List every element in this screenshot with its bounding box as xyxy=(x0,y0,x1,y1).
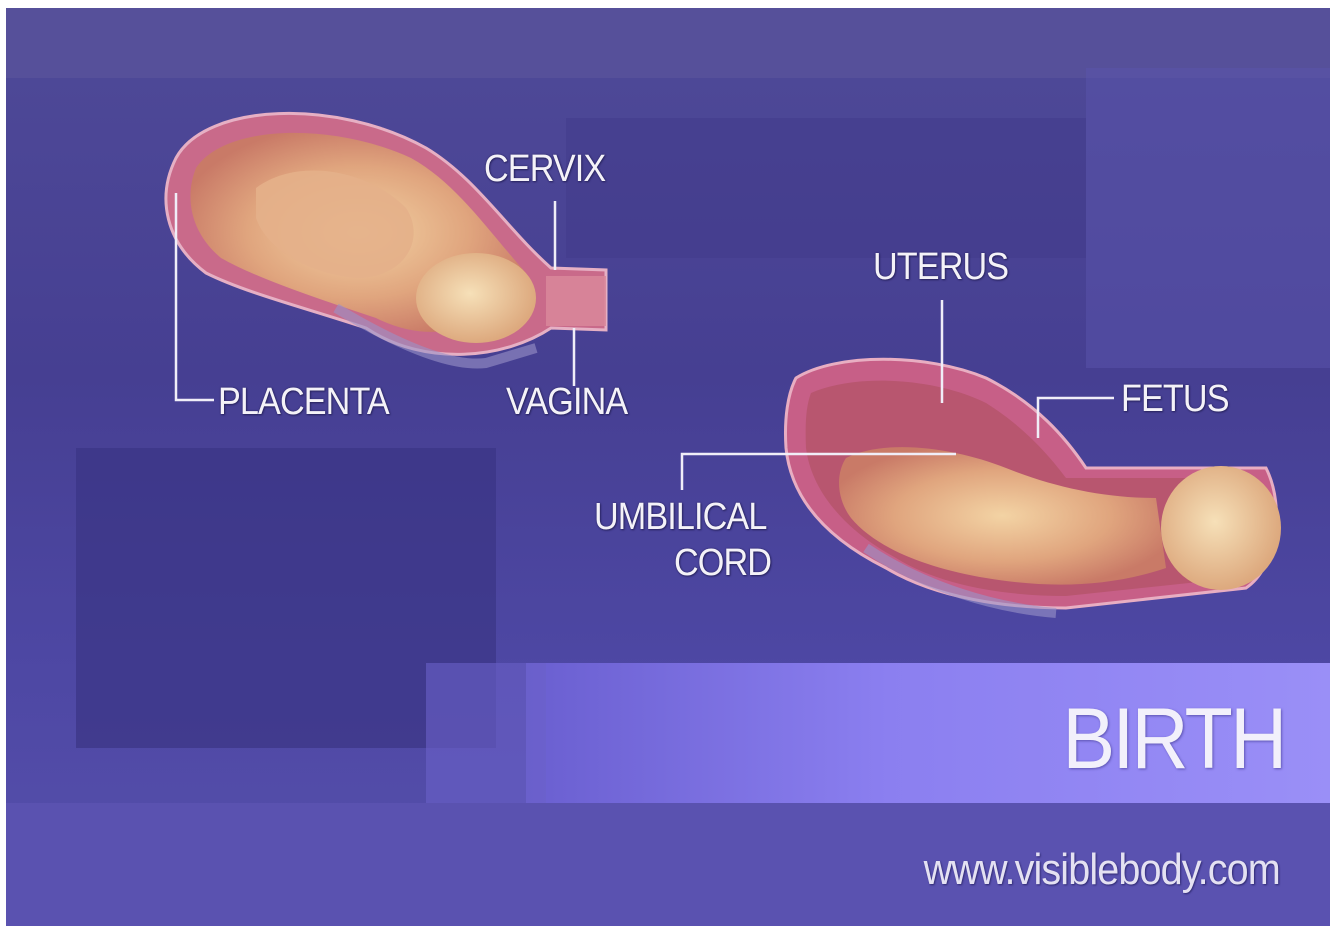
label-cervix: CERVIX xyxy=(484,150,605,188)
bg-block-top xyxy=(6,8,1330,78)
diagram-canvas: CERVIX PLACENTA VAGINA UTERUS FETUS UMBI… xyxy=(6,8,1330,926)
label-uterus: UTERUS xyxy=(873,248,1008,286)
fetus-left-head xyxy=(416,253,536,343)
banner-shadow xyxy=(426,663,546,803)
site-url: www.visiblebody.com xyxy=(924,848,1280,892)
label-vagina: VAGINA xyxy=(506,383,627,421)
bg-block-mid xyxy=(566,118,1086,258)
bg-block-right xyxy=(1086,68,1330,368)
illustration xyxy=(6,8,1330,926)
label-umbilical-line1: UMBILICAL xyxy=(594,498,766,536)
label-placenta: PLACENTA xyxy=(218,383,389,421)
label-fetus: FETUS xyxy=(1121,380,1229,418)
label-umbilical-line2: CORD xyxy=(674,544,771,582)
vagina-canal-left xyxy=(546,276,606,326)
fetus-right-head xyxy=(1161,466,1281,590)
title-birth: BIRTH xyxy=(1062,696,1284,782)
